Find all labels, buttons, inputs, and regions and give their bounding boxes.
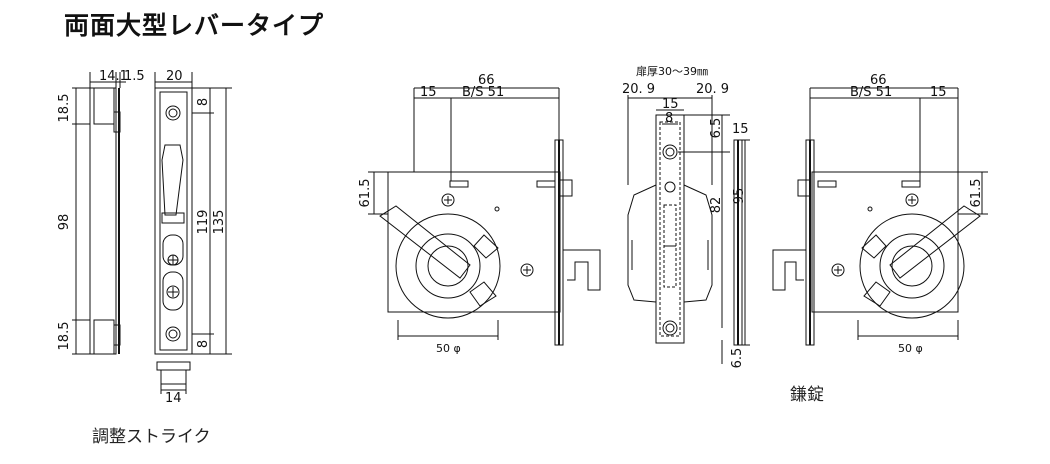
lock-caption: 鎌錠 bbox=[790, 385, 824, 405]
strike-dim-18-5-top: 18.5 bbox=[57, 94, 72, 123]
lock-dim-8-edge: 8 bbox=[665, 111, 673, 126]
lock-dim-6-5-bot: 6.5 bbox=[730, 348, 745, 369]
lock-dim-95: 95 bbox=[732, 188, 747, 205]
strike-caption: 調整ストライク bbox=[92, 427, 211, 447]
lock-right-dim-15: 15 bbox=[930, 85, 947, 100]
strike-dim-14: 14 bbox=[165, 391, 182, 406]
strike-dim-98: 98 bbox=[57, 214, 72, 231]
lock-dim-15-right: 15 bbox=[732, 122, 749, 137]
strike-front-view: 20 8 119 135 8 bbox=[154, 69, 232, 355]
lock-edge-view: 扉厚30～39㎜ 20. 9 20. 9 15 8 6.5 15 82 95 6… bbox=[622, 65, 750, 368]
strike-dim-135: 135 bbox=[212, 210, 227, 235]
lock-dim-82: 82 bbox=[709, 197, 724, 214]
lock-right-dim-61-5: 61.5 bbox=[969, 179, 984, 208]
lock-right-dim-bs51: B/S 51 bbox=[850, 85, 892, 100]
lock-dim-door-thickness: 扉厚30～39㎜ bbox=[636, 65, 708, 78]
strike-dim-20: 20 bbox=[166, 69, 183, 84]
strike-bottom-view: 14 bbox=[156, 361, 191, 406]
page-title: 両面大型レバータイプ bbox=[64, 11, 325, 40]
lock-right-dim-66: 66 bbox=[870, 73, 887, 88]
strike-dim-8-bot: 8 bbox=[196, 340, 211, 348]
strike-dim-119: 119 bbox=[196, 210, 211, 235]
strike-dim-18-5-bot: 18.5 bbox=[57, 322, 72, 351]
lock-dim-61-5: 61.5 bbox=[358, 179, 373, 208]
strike-side-view: 14.1 1.5 18.5 98 18.5 bbox=[57, 69, 145, 355]
lock-dim-20-9-right: 20. 9 bbox=[696, 82, 729, 97]
lock-dim-15-edge: 15 bbox=[662, 97, 679, 112]
lock-left-view: 66 15 B/S 51 61.5 50 φ bbox=[358, 73, 601, 355]
strike-dim-8-top: 8 bbox=[196, 98, 211, 106]
lock-right-dim-50-phi: 50 φ bbox=[898, 342, 923, 355]
lock-right-view: 66 B/S 51 15 61.5 50 φ bbox=[772, 73, 988, 355]
lock-dim-20-9-left: 20. 9 bbox=[622, 82, 655, 97]
lock-dim-6-5-top: 6.5 bbox=[709, 118, 724, 139]
lock-dim-15: 15 bbox=[420, 85, 437, 100]
strike-dim-1-5: 1.5 bbox=[124, 69, 145, 84]
lock-dim-66: 66 bbox=[478, 73, 495, 88]
lock-dim-bs51: B/S 51 bbox=[462, 85, 504, 100]
lock-dim-50-phi: 50 φ bbox=[436, 342, 461, 355]
strike-dim-14-1: 14.1 bbox=[99, 69, 128, 84]
